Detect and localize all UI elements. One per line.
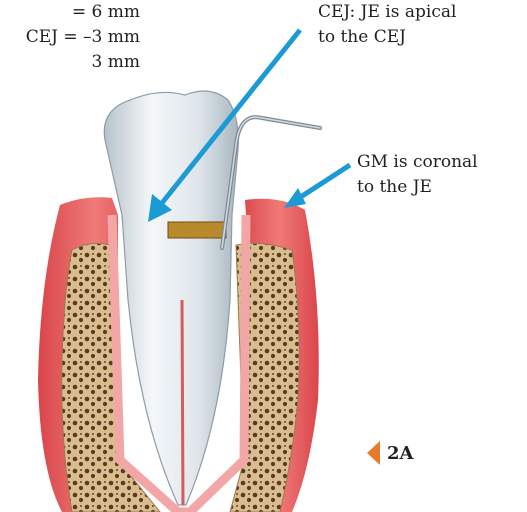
figure-label: 2A bbox=[387, 441, 414, 466]
measurement-line-1: = 6 mm bbox=[0, 0, 140, 25]
figure-marker-icon bbox=[367, 441, 380, 465]
cej-annotation-line-2: to the CEJ bbox=[318, 25, 456, 50]
gm-annotation-line-2: to the JE bbox=[357, 175, 478, 200]
cej-annotation-line-1: CEJ: JE is apical bbox=[318, 0, 456, 25]
arrow-to-gingival-margin bbox=[284, 165, 350, 208]
measurement-text: = 6 mm CEJ = –3 mm 3 mm bbox=[0, 0, 140, 75]
gm-annotation-line-1: GM is coronal bbox=[357, 150, 478, 175]
gm-annotation: GM is coronal to the JE bbox=[357, 150, 478, 200]
calculus-deposit bbox=[168, 222, 226, 238]
tooth bbox=[104, 91, 238, 505]
measurement-line-2: CEJ = –3 mm bbox=[0, 25, 140, 50]
root-canal bbox=[182, 300, 183, 505]
measurement-line-3: 3 mm bbox=[0, 50, 140, 75]
cej-annotation: CEJ: JE is apical to the CEJ bbox=[318, 0, 456, 50]
